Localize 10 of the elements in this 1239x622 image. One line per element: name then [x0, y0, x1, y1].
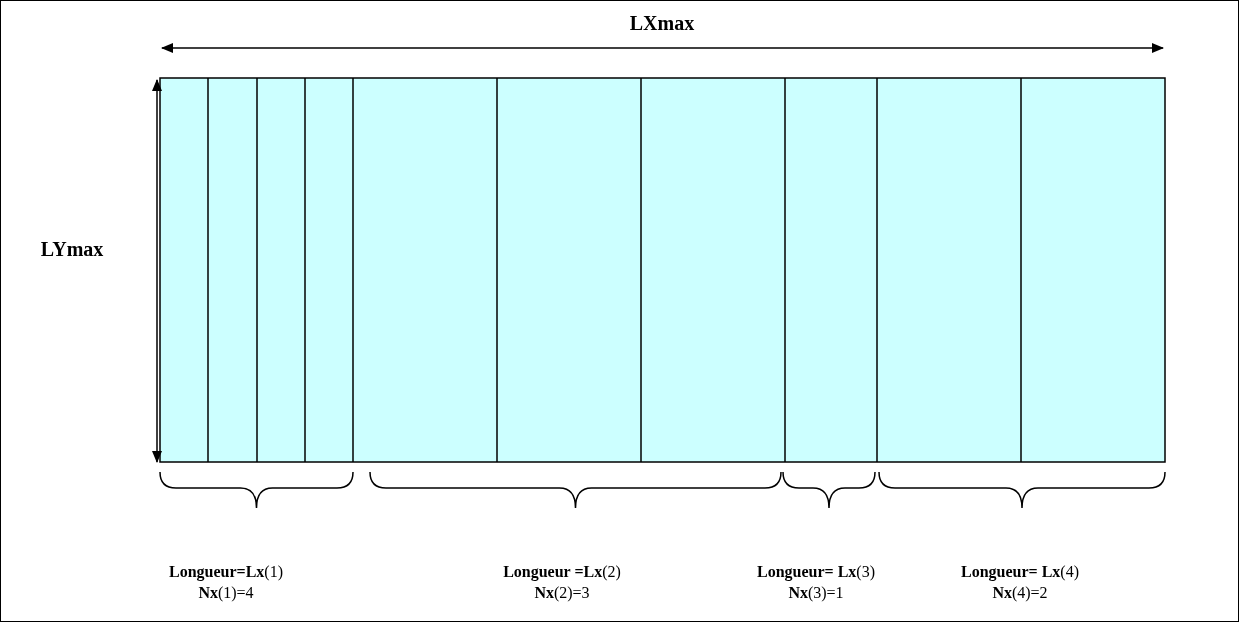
segment-label: Nx(1)=4: [198, 584, 254, 602]
segment-label: Longueur= Lx(3): [757, 563, 875, 581]
segment-label: Longueur= Lx(4): [961, 563, 1079, 581]
segment-label: Longueur=Lx(1): [169, 563, 283, 581]
segment-label: Longueur =Lx(2): [503, 563, 621, 581]
segment-label: Nx(3)=1: [788, 584, 844, 602]
segment-label: Nx(2)=3: [534, 584, 590, 602]
dimension-label: LYmax: [40, 238, 104, 261]
segment-label: Nx(4)=2: [992, 584, 1048, 602]
dimension-label: LXmax: [629, 12, 695, 35]
